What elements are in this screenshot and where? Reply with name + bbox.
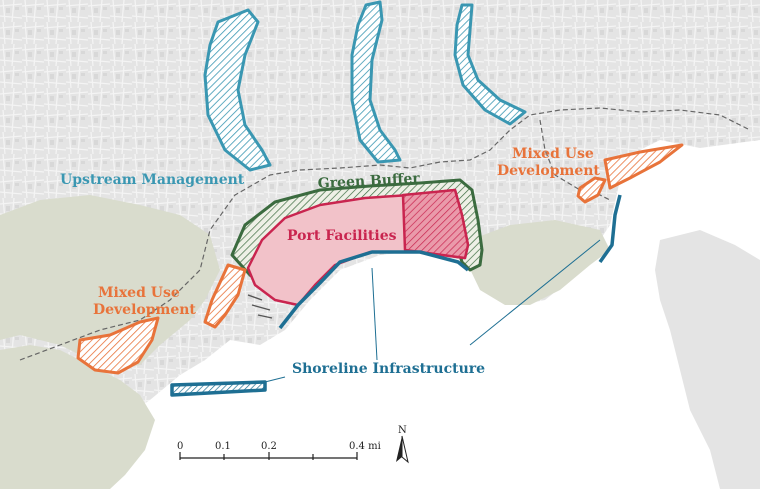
leader-lines [264, 239, 601, 383]
mixed-use-east-label-line2: Development [497, 163, 600, 179]
north-arrow-icon: N [396, 425, 409, 464]
port-facilities-label: Port Facilities [287, 228, 397, 244]
piers [247, 294, 273, 319]
shoreline-segment-harbor [278, 250, 470, 330]
mixed-use-east-label-line1: Mixed Use [512, 146, 594, 162]
mixed-use-zone-east [603, 143, 684, 190]
east-shore [655, 230, 760, 489]
shoreline-breakwater [170, 380, 267, 397]
west-hill [0, 195, 220, 370]
mixed-use-zone-east-small [576, 176, 607, 204]
scale-tick-0-2: 0.2 [261, 441, 277, 452]
upstream-zones [203, 0, 527, 172]
mixed-use-west-label-line2: Development [93, 302, 196, 318]
green-buffer-label: Green Buffer [317, 171, 420, 192]
mixed-use-west-label-line1: Mixed Use [98, 285, 180, 301]
upstream-zone-west [203, 8, 272, 172]
mixed-use-zones [76, 143, 684, 375]
north-label: N [398, 425, 407, 436]
shoreline-segment-east [598, 194, 622, 264]
east-hill [468, 220, 610, 305]
mixed-use-zone-west-lower [76, 316, 160, 375]
port-core-area [401, 188, 470, 260]
upstream-management-label: Upstream Management [60, 172, 245, 188]
upstream-zone-east [453, 3, 527, 126]
scale-tick-0: 0 [177, 441, 183, 452]
southwest-headland [0, 345, 155, 489]
shoreline-infrastructure-label: Shoreline Infrastructure [292, 361, 485, 377]
scale-bar: 0 0.1 0.2 0.4 mi [177, 441, 381, 460]
study-area-boundary [19, 107, 751, 361]
upstream-zone-center [350, 0, 402, 164]
mixed-use-zone-west-upper [203, 263, 247, 329]
scale-tick-0-4: 0.4 mi [349, 441, 381, 452]
port-facilities-zone [246, 188, 470, 307]
southeast-peninsula [420, 320, 600, 489]
shoreline-infrastructure [170, 194, 622, 397]
scale-tick-0-1: 0.1 [215, 441, 231, 452]
